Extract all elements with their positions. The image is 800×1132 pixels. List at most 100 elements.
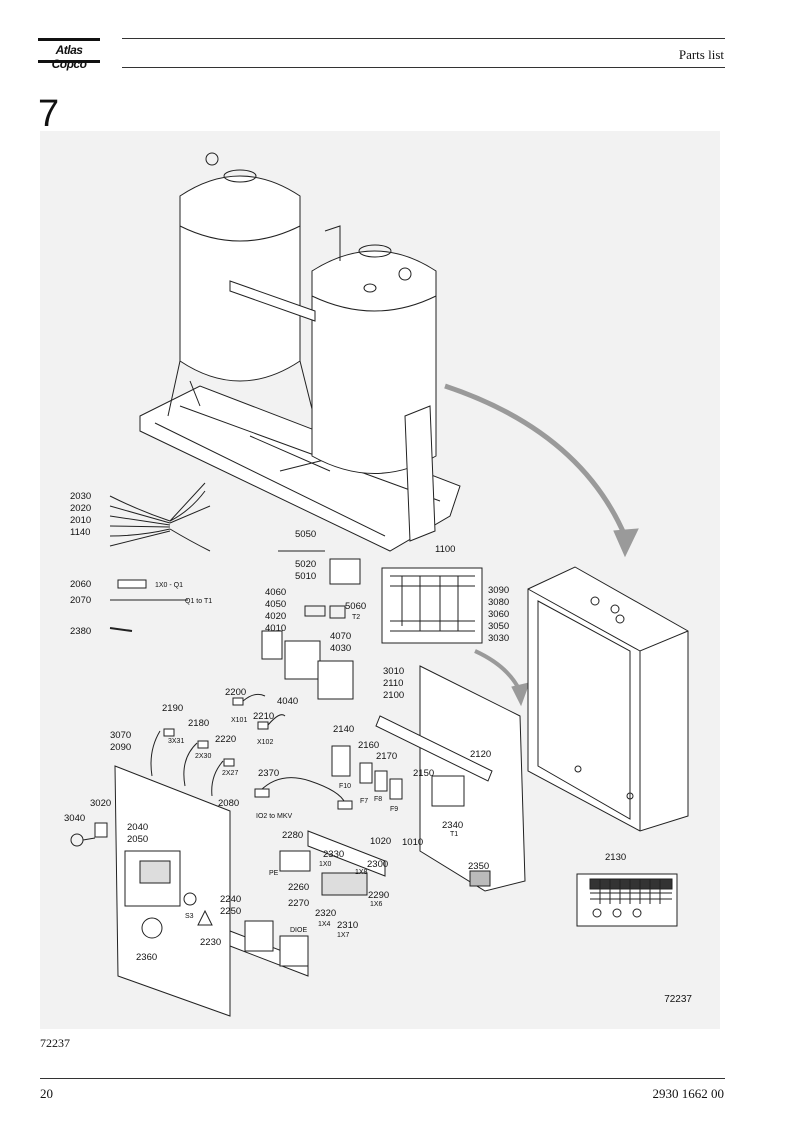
connector-label: 1X0 [319, 861, 332, 868]
figure-caption: 72237 [40, 1036, 70, 1050]
connector-label: 1X7 [337, 932, 350, 939]
part-number-label: 2110 [383, 678, 403, 689]
part-number-label: 5060 [345, 601, 366, 612]
part-number-label: 4010 [265, 623, 286, 634]
part-number-label: 2180 [188, 718, 209, 729]
part-number-label: 2210 [253, 711, 274, 722]
part-number-label: 3090 [488, 585, 509, 596]
connector-label: PE [269, 870, 279, 877]
connector-label: 1X0 - Q1 [155, 582, 183, 589]
electrical-cabinet [527, 566, 689, 832]
part-number-label: 2370 [258, 768, 279, 779]
dioe-module [244, 920, 274, 952]
part-number-label: 2190 [162, 703, 183, 714]
terminal-rail [307, 830, 386, 877]
connector-label: 1X4 [318, 921, 331, 928]
part-number-label: 2060 [70, 579, 91, 590]
air-receiver-tank-right [229, 225, 437, 542]
connector-label: 2X27 [222, 770, 238, 777]
part-number-label: 1010 [402, 837, 423, 848]
drawing-id: 72237 [664, 994, 692, 1005]
cable-1x0-q1 [117, 579, 147, 589]
part-number-label: 5020 [295, 559, 316, 570]
part-number-label: 2120 [470, 749, 491, 760]
part-number-label: 2360 [136, 952, 157, 963]
atlas-copco-logo: Atlas Copco [38, 38, 100, 71]
transformer-t1 [431, 775, 465, 807]
assembly-arrowhead [511, 682, 530, 707]
connector-label: F8 [374, 796, 382, 803]
connector-label: F9 [390, 806, 398, 813]
part-number-label: 2310 [337, 920, 358, 931]
part-number-label: 1100 [435, 544, 455, 555]
contactor-4040 [284, 640, 321, 680]
connector-label: DIOE [290, 927, 307, 934]
transformer-t2 [329, 558, 361, 585]
part-number-label: 2300 [367, 859, 388, 870]
connector-label: X101 [231, 717, 247, 724]
auxiliary-contact [261, 630, 283, 660]
part-number-label: 2010 [70, 515, 91, 526]
part-number-label: 2140 [333, 724, 354, 735]
part-number-label: 2130 [605, 852, 626, 863]
part-number-label: 2270 [288, 898, 309, 909]
part-number-label: 2250 [220, 906, 241, 917]
key-3040 [70, 833, 84, 847]
part-number-label: 2150 [413, 768, 434, 779]
fuse-holder-f10 [331, 745, 351, 777]
header-title: Parts list [678, 47, 724, 62]
logo-text: Atlas Copco [51, 43, 87, 71]
part-number-label: 2340 [442, 820, 463, 831]
dioe-module [279, 935, 309, 967]
connector-label: T2 [352, 614, 360, 621]
part-number-label: 3050 [488, 621, 509, 632]
part-number-label: 4070 [330, 631, 351, 642]
part-number-label: 2090 [110, 742, 131, 753]
fuse-holder-f9 [389, 778, 403, 800]
wiring-harness [109, 482, 211, 552]
part-number-label: 2100 [383, 690, 404, 701]
fuse-holder-f8 [374, 770, 388, 792]
connector-label: F7 [360, 798, 368, 805]
assembly-arrow [474, 649, 522, 692]
label-2350 [469, 870, 491, 887]
part-number-label: 2160 [358, 740, 379, 751]
part-number-label: 4040 [277, 696, 298, 707]
part-number-label: 1020 [370, 836, 391, 847]
part-number-label: 4060 [265, 587, 286, 598]
document-number: 2930 1662 00 [652, 1086, 725, 1101]
connector-x101 [232, 697, 244, 706]
part-number-label: 3070 [110, 730, 131, 741]
connector-label: 2X30 [195, 753, 211, 760]
page-number: 20 [40, 1086, 53, 1101]
part-number-label: 5050 [295, 529, 316, 540]
connector-label: 1X8 [355, 869, 368, 876]
part-number-label: 2170 [376, 751, 397, 762]
part-number-label: 3060 [488, 609, 509, 620]
connector-label: Q1 to T1 [185, 598, 212, 605]
part-number-label: 2030 [70, 491, 91, 502]
section-number: 7 [38, 93, 60, 135]
part-number-label: 3030 [488, 633, 509, 644]
mounting-plate-wiring [381, 567, 483, 644]
door-lock-3020 [94, 822, 108, 838]
connector-label: 3X31 [168, 738, 184, 745]
part-number-label: 2380 [70, 626, 91, 637]
connector-x102 [257, 721, 269, 730]
part-number-label: 4020 [265, 611, 286, 622]
fuse-holder-f7 [359, 762, 373, 784]
connector-label: T1 [450, 831, 458, 838]
connector-label: IO2 to MKV [256, 813, 293, 820]
part-number-label: 3080 [488, 597, 509, 608]
part-number-label: 2220 [215, 734, 236, 745]
part-number-label: 2290 [368, 890, 389, 901]
sensor-probe [109, 627, 133, 632]
drawing-linework [70, 152, 689, 1017]
terminal-block-1x4 [321, 872, 368, 896]
part-number-label: 2070 [70, 595, 91, 606]
terminal-block-pe [279, 850, 311, 872]
cable-2x30 [183, 742, 198, 787]
base-frame [139, 385, 461, 552]
header-rule-top [122, 38, 725, 39]
part-number-label: 2260 [288, 882, 309, 893]
